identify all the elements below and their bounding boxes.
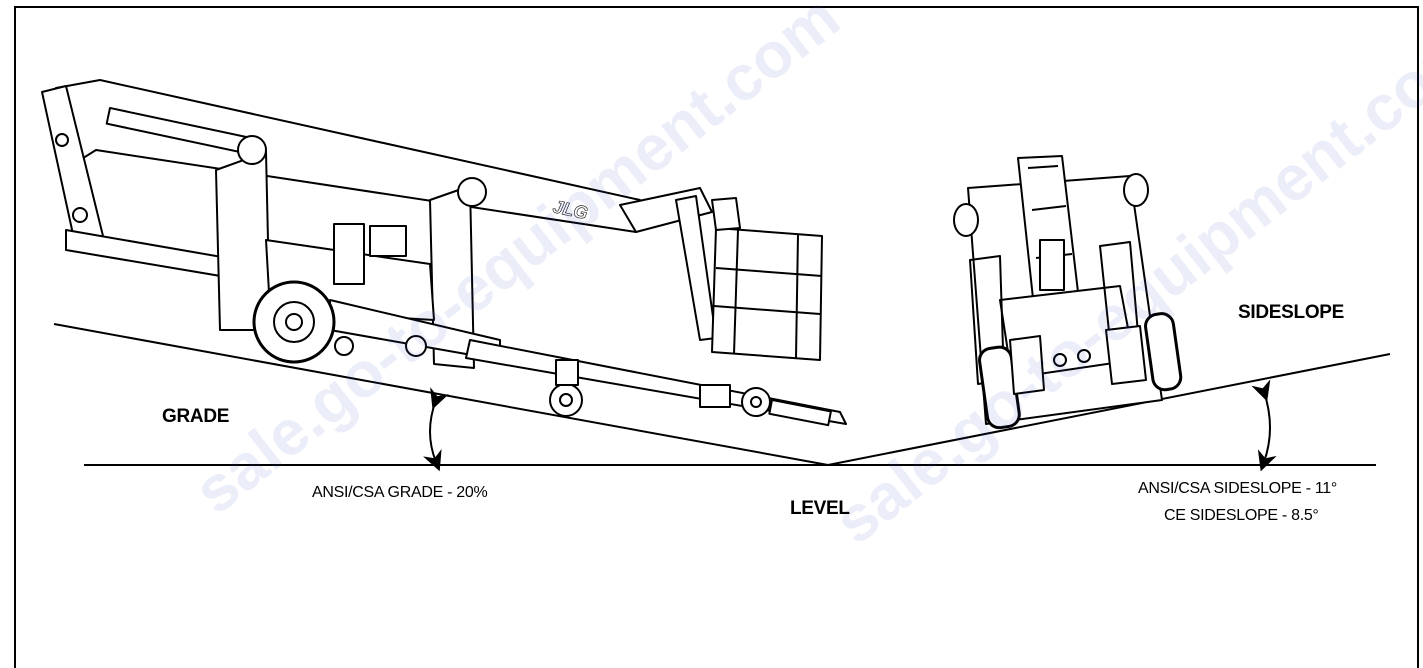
sideslope-angle-indicator <box>1251 379 1277 472</box>
level-label: LEVEL <box>790 498 850 519</box>
ansi-grade-spec: ANSI/CSA GRADE - 20% <box>312 484 488 501</box>
boom-lift-rear-view <box>953 155 1183 430</box>
ansi-sideslope-spec: ANSI/CSA SIDESLOPE - 11° <box>1138 480 1337 497</box>
grade-angle-indicator <box>423 387 449 472</box>
grade-label: GRADE <box>162 406 230 427</box>
boom-lift-side-view: JLG <box>41 79 847 427</box>
sideslope-line <box>827 353 1391 466</box>
diagram-frame <box>14 6 1419 668</box>
sideslope-label: SIDESLOPE <box>1238 302 1345 323</box>
ce-sideslope-spec: CE SIDESLOPE - 8.5° <box>1164 507 1319 524</box>
